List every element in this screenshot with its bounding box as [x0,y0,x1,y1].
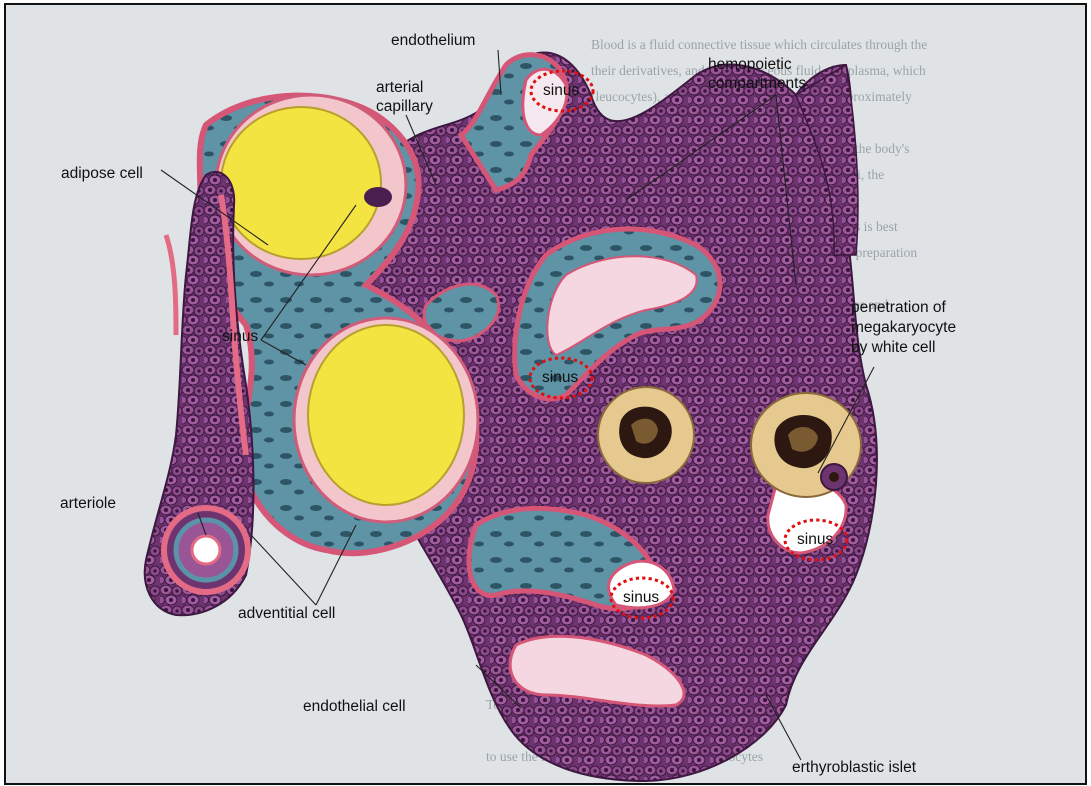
label-endothelium: endothelium [391,32,475,50]
label-arteriole: arteriole [60,495,116,513]
label-adipose-cell: adipose cell [61,165,143,183]
label-hemopoietic-compartments: hemopoietic compartments [708,55,806,93]
label-erythroblastic-islet: erthyroblastic islet [792,759,916,777]
label-sinus-left: sinus [222,328,258,346]
label-penetration-of-megakaryocyte: penetration of megakaryocyte by white ce… [851,298,956,358]
svg-text:Blood is a fluid connective ti: Blood is a fluid connective tissue which… [591,37,927,52]
label-adventitial-cell: adventitial cell [238,605,335,623]
sinus-callout-label: sinus [542,369,578,387]
sinus-callout-label: sinus [623,589,659,607]
bone-marrow-illustration: Blood is a fluid connective tissue which… [6,5,1085,783]
sinus-callout-label: sinus [543,82,579,100]
label-arterial-capillary: arterial capillary [376,78,433,116]
label-endothelial-cell: endothelial cell [303,698,406,716]
sinus-callout-label: sinus [797,531,833,549]
figure-frame: Blood is a fluid connective tissue which… [4,3,1087,785]
